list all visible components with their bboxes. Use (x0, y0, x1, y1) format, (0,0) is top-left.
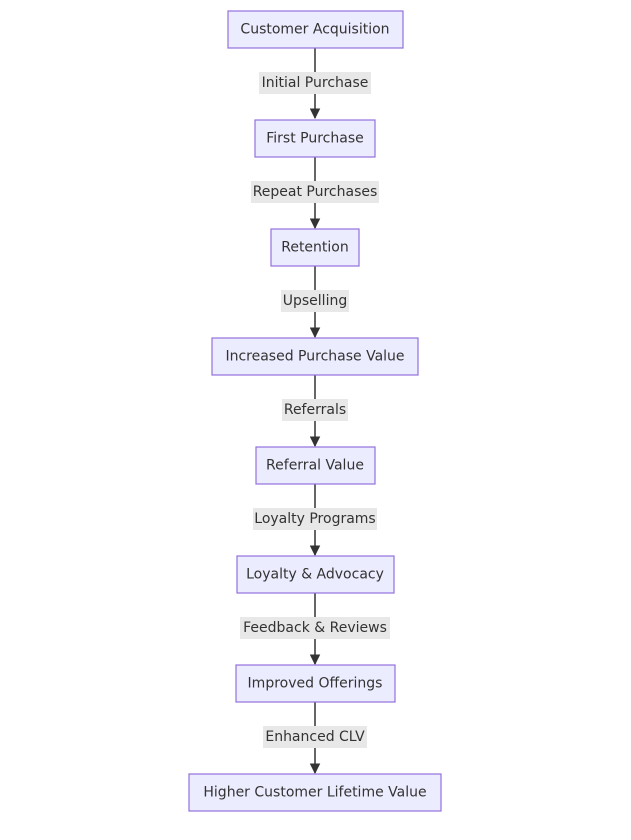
edge-label-text: Loyalty Programs (254, 511, 375, 527)
edge-label-text: Feedback & Reviews (243, 620, 387, 636)
node-loyalty-advocacy: Loyalty & Advocacy (236, 555, 395, 594)
edge-label-text: Enhanced CLV (265, 729, 365, 745)
node-box (211, 337, 419, 376)
edge-label-enhanced-clv: Enhanced CLV (263, 726, 367, 748)
edge-label-repeat-purchases: Repeat Purchases (251, 181, 379, 203)
edge-label-text: Repeat Purchases (253, 184, 378, 200)
node-label: Referral Value (266, 458, 364, 474)
node-referral-value: Referral Value (255, 446, 376, 485)
node-retention: Retention (270, 228, 360, 267)
edge-label-bg (281, 290, 349, 312)
edge-label-bg (282, 399, 348, 421)
node-box (235, 664, 396, 703)
edge-label-bg (240, 617, 390, 639)
node-first-purchase: First Purchase (254, 119, 376, 158)
node-customer-acquisition: Customer Acquisition (227, 10, 404, 49)
edge-label-feedback-reviews: Feedback & Reviews (240, 617, 390, 639)
node-label: Higher Customer Lifetime Value (203, 785, 426, 801)
node-box (270, 228, 360, 267)
node-label: Retention (281, 240, 349, 256)
node-higher-customer-lifetime-value: Higher Customer Lifetime Value (188, 773, 442, 812)
edge-label-loyalty-programs: Loyalty Programs (253, 508, 377, 530)
edge-label-text: Initial Purchase (262, 75, 369, 91)
edge-label-text: Upselling (283, 293, 347, 309)
node-increased-purchase-value: Increased Purchase Value (211, 337, 419, 376)
edge-label-initial-purchase: Initial Purchase (259, 72, 371, 94)
node-label: Increased Purchase Value (225, 349, 404, 365)
edge-label-bg (253, 508, 377, 530)
node-improved-offerings: Improved Offerings (235, 664, 396, 703)
node-label: Improved Offerings (248, 676, 383, 692)
node-box (255, 446, 376, 485)
node-label: Customer Acquisition (240, 22, 389, 38)
node-box (236, 555, 395, 594)
node-box (254, 119, 376, 158)
edge-label-upselling: Upselling (281, 290, 349, 312)
node-label: First Purchase (266, 131, 364, 147)
edge-label-bg (251, 181, 379, 203)
node-label: Loyalty & Advocacy (246, 567, 384, 583)
edge-label-text: Referrals (284, 402, 346, 418)
node-box (188, 773, 442, 812)
edge-label-referrals: Referrals (282, 399, 348, 421)
node-box (227, 10, 404, 49)
edge-label-bg (263, 726, 367, 748)
edge-label-bg (259, 72, 371, 94)
